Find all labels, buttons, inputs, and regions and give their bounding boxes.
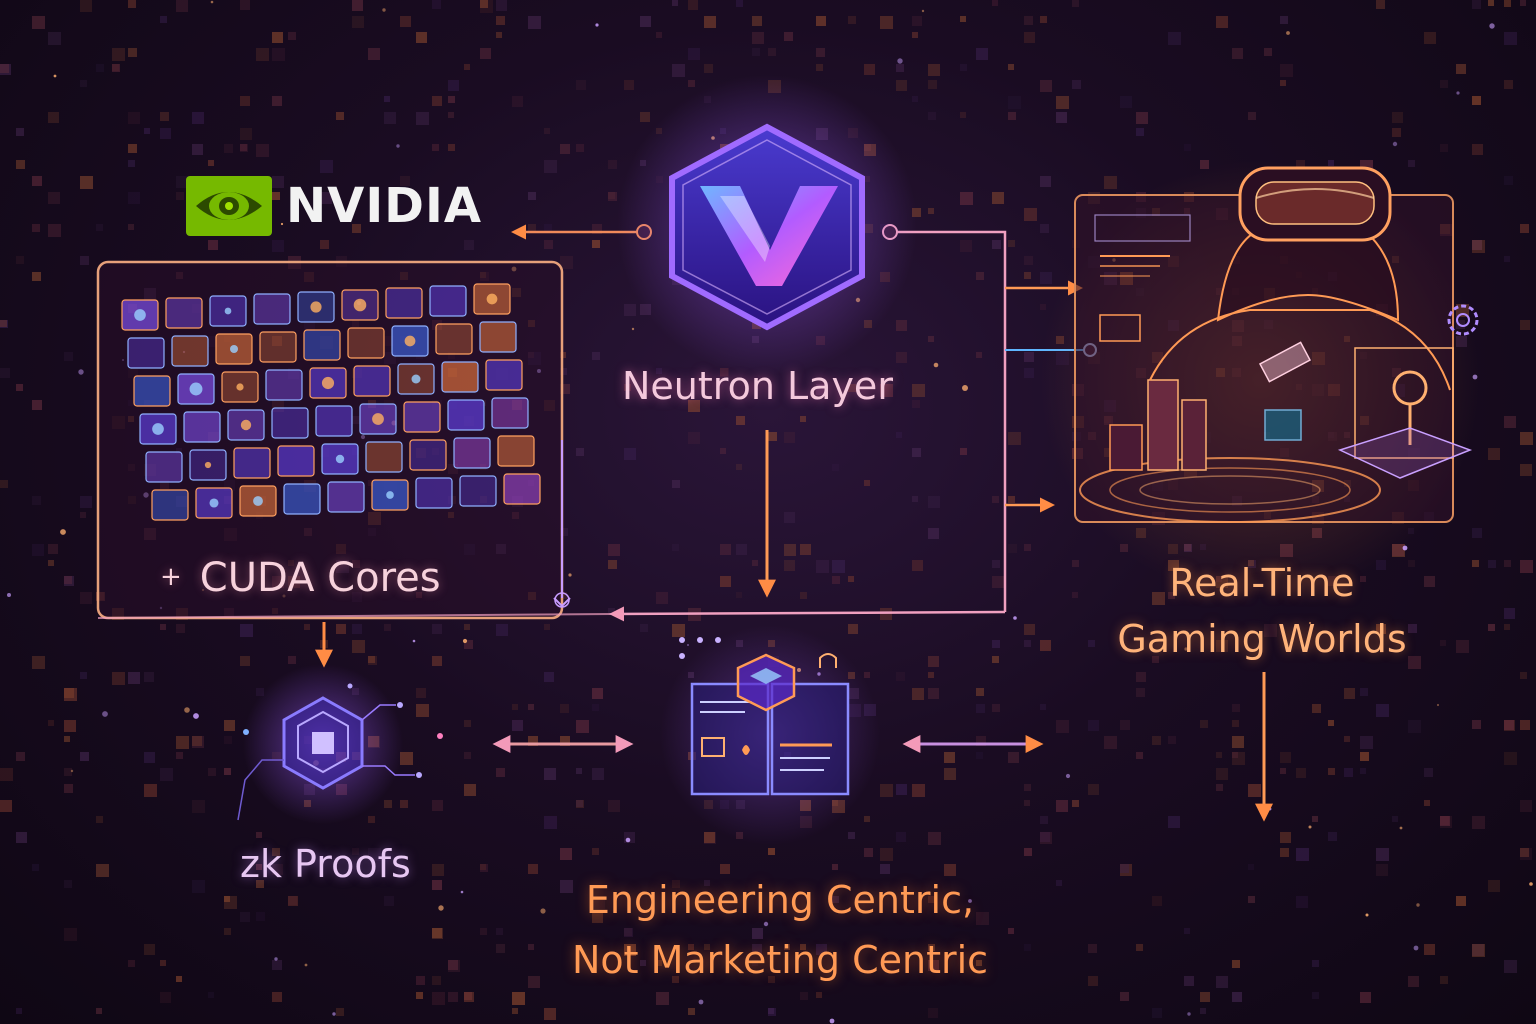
engineering-line1: Engineering Centric, [560, 870, 1000, 930]
cuda-bullet: + [160, 562, 182, 592]
engineering-line2: Not Marketing Centric [560, 930, 1000, 990]
nvidia-logo-text: NVIDIA [286, 178, 482, 234]
engineering-book-icon [660, 625, 880, 845]
gaming-worlds-panel [1040, 160, 1480, 600]
zk-proofs-label: zk Proofs [240, 842, 411, 886]
zk-proofs-cube-icon [238, 664, 443, 824]
gaming-worlds-line1: Real-Time [1102, 555, 1422, 611]
gaming-worlds-line2: Gaming Worlds [1102, 611, 1422, 667]
engineering-centric-label: Engineering Centric,Not Marketing Centri… [560, 870, 1000, 990]
neutron-layer-logo-icon [617, 75, 917, 375]
cuda-cores-label: + CUDA Cores [160, 555, 441, 601]
cuda-cores-text: CUDA Cores [200, 555, 441, 601]
nvidia-logo-icon [186, 176, 272, 236]
neutron-layer-label: Neutron Layer [622, 364, 893, 408]
